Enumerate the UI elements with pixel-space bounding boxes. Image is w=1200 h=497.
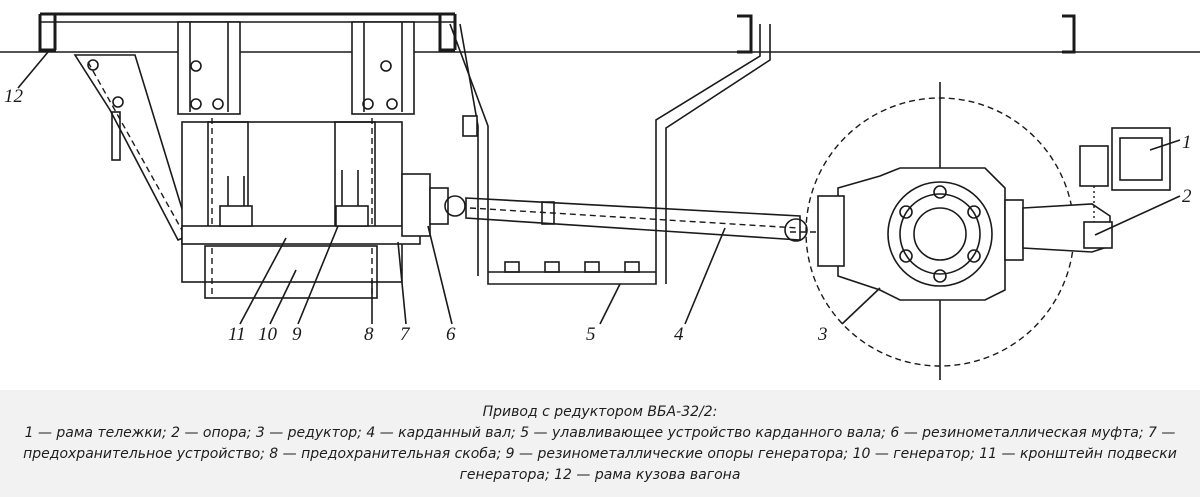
callout-8: 8 [364, 324, 374, 345]
callout-4: 4 [674, 324, 684, 345]
callout-9: 9 [292, 324, 302, 345]
callout-7: 7 [400, 324, 411, 345]
callout-1: 1 [1182, 132, 1192, 153]
callout-3: 3 [817, 324, 828, 345]
callout-12: 12 [4, 86, 24, 107]
callout-11: 11 [228, 324, 246, 345]
callout-2: 2 [1182, 186, 1192, 207]
leader-lines [17, 51, 1181, 325]
support-and-bogie-frame [1022, 127, 1171, 253]
generator-brackets [73, 21, 415, 242]
drive-diagram: 1 2 3 4 5 6 7 8 9 10 11 12 [0, 12, 1200, 380]
catching-device [449, 23, 771, 285]
caption-title: Привод с редуктором ВБА-32/2: [482, 404, 718, 420]
rubber-metal-coupling [401, 173, 466, 237]
caption-legend: 1 — рама тележки; 2 — опора; 3 — редукто… [23, 425, 1177, 483]
cardan-shaft [465, 197, 808, 242]
callout-6: 6 [446, 324, 456, 345]
generator [181, 118, 421, 299]
figure-caption: Привод с редуктором ВБА-32/2: 1 — рама т… [0, 402, 1200, 486]
technical-drawing: 1 2 3 4 5 6 7 8 9 10 11 12 [0, 0, 1200, 390]
wheel-and-reducer [790, 82, 1100, 380]
callout-5: 5 [586, 324, 596, 345]
callout-10: 10 [258, 324, 278, 345]
